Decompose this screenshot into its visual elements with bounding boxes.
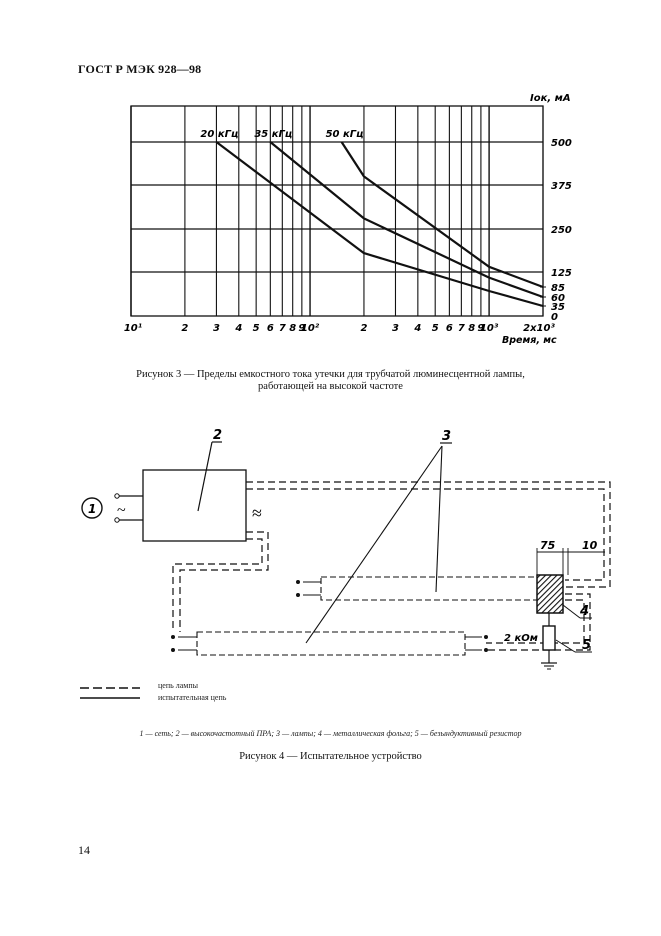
ballast-box: [142, 469, 247, 542]
x-tick-label: 3: [213, 323, 220, 334]
x-tick-label: 2: [360, 323, 367, 334]
hf-symbol: ≈: [252, 503, 262, 523]
series-line: [340, 141, 544, 289]
figure4-caption: Рисунок 4 — Испытательное устройство: [239, 751, 422, 762]
figure4-keys: 1 — сеть; 2 — высокочастотный ПРА; 3 — л…: [139, 729, 522, 738]
mains-symbol: [81, 497, 103, 519]
legend-lamp-circuit: цепь лампы: [158, 681, 199, 690]
upper-lamp: [320, 576, 541, 601]
figure3-caption-line1: Рисунок 3 — Пределы емкостного тока утеч…: [136, 369, 525, 380]
x-tick-label: 6: [267, 323, 274, 334]
lower-lamp: [196, 631, 466, 656]
y-tick-label: 35: [551, 302, 565, 313]
x-tick-label: 10¹: [124, 323, 142, 334]
y-tick-label: 375: [551, 181, 572, 192]
label-2: 2: [213, 428, 222, 443]
x-tick-label: 5: [432, 323, 439, 334]
legend-test-circuit: испытательная цепь: [158, 693, 227, 702]
y-axis-label: Iок, мА: [530, 93, 571, 104]
page-number: 14: [78, 843, 90, 857]
y-tick-label: 60: [551, 293, 565, 304]
x-tick-label: 2x10³: [523, 323, 555, 334]
x-tick-label: 7: [458, 323, 465, 334]
label-3: 3: [442, 429, 451, 444]
x-tick-label: 2: [181, 323, 188, 334]
label-1: 1: [88, 502, 96, 516]
x-tick-label: 4: [413, 323, 421, 334]
metal-foil: [536, 574, 564, 614]
series-label: 20 кГц: [200, 129, 238, 140]
series-labels: 20 кГц 35 кГц 50 кГц: [200, 129, 363, 140]
x-tick-label: 9: [298, 323, 305, 334]
x-tick-label: 10³: [480, 323, 499, 334]
y-tick-label: 0: [551, 312, 558, 323]
x-tick-label: 8: [289, 323, 296, 334]
resistor: [542, 625, 556, 651]
y-tick-label: 85: [551, 283, 565, 294]
series-label: 35 кГц: [254, 129, 292, 140]
label-5: 5: [582, 638, 591, 653]
x-tick-label: 10²: [301, 323, 320, 334]
x-tick-label: 7: [279, 323, 286, 334]
chart-grid: [130, 105, 546, 317]
series-line: [215, 141, 544, 308]
y-tick-label: 500: [551, 138, 572, 149]
x-tick-label: 4: [234, 323, 242, 334]
x-axis-label: Время, мс: [502, 335, 557, 346]
x-tick-label: 5: [253, 323, 260, 334]
tilde-symbol: ~: [117, 502, 126, 519]
series-label: 50 кГц: [326, 129, 364, 140]
y-tick-label: 250: [551, 225, 572, 236]
document-header: ГОСТ Р МЭК 928—98: [78, 62, 202, 76]
figure3-caption-line2: работающей на высокой частоте: [258, 381, 403, 392]
x-tick-label: 3: [392, 323, 399, 334]
chart-curves: [215, 141, 544, 308]
dimension-10: 10: [582, 539, 598, 552]
x-tick-label: 8: [468, 323, 475, 334]
dimension-75: 75: [540, 539, 556, 552]
y-tick-label: 125: [551, 268, 572, 279]
x-tick-label: 6: [446, 323, 453, 334]
label-4: 4: [579, 604, 589, 619]
x-tick-label: 9: [477, 323, 484, 334]
resistor-value: 2 кОм: [504, 633, 538, 644]
series-line: [269, 141, 544, 299]
